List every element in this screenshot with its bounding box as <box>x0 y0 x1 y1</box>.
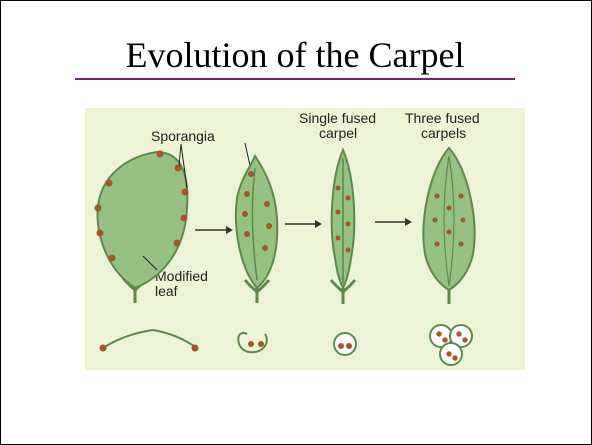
label-three-fused-1: Three fused <box>405 110 480 126</box>
stage-three-carpels <box>423 148 474 365</box>
label-single-fused-2: carpel <box>319 125 357 141</box>
label-three-fused-2: carpels <box>421 125 466 141</box>
slide-title: Evolution of the Carpel <box>75 33 515 77</box>
label-single-fused-1: Single fused <box>299 110 376 126</box>
cross-section-single <box>334 333 356 355</box>
label-sporangia: Sporangia <box>151 128 215 144</box>
title-underline <box>75 78 515 80</box>
carpel-evolution-figure: Sporangia Single fused carpel Three fuse… <box>85 108 525 370</box>
label-leaf: leaf <box>155 283 178 299</box>
